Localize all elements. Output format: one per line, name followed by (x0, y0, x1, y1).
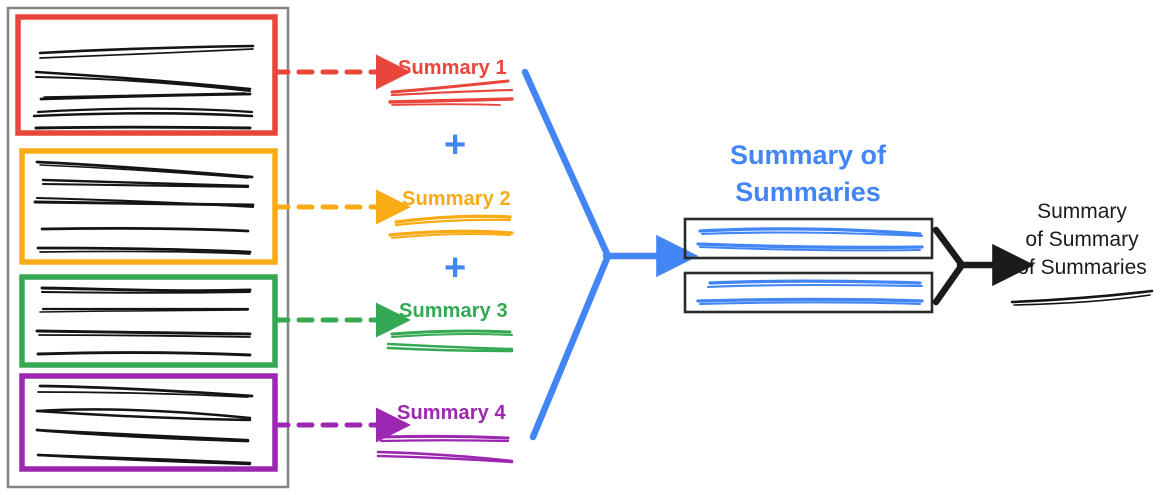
summary-1-scribble (388, 79, 514, 106)
document-group-3-lines (35, 286, 252, 357)
blue-funnel-arrow (521, 68, 699, 441)
sos-box-2-border (683, 271, 934, 314)
summary-1-label: Summary 1 (398, 57, 507, 79)
summary-4-scribble (376, 434, 514, 464)
plus-operator-2: + (444, 247, 467, 289)
sos-box-2-scribble (696, 279, 924, 305)
summary-of-summaries-title-line-1: Summary of (729, 140, 887, 170)
final-output-scribble (1010, 289, 1154, 306)
plus-operator-1: + (444, 124, 467, 166)
summary-2-scribble (388, 214, 514, 239)
document-collection-border (6, 6, 290, 489)
summary-2-label: Summary 2 (402, 188, 511, 210)
summary-4-label: Summary 4 (397, 402, 506, 424)
final-output-title-line-2: of Summary (1025, 228, 1139, 251)
final-output-title-line-1: Summary (1037, 200, 1127, 223)
document-group-1-border (15, 14, 278, 136)
document-group-4-lines (35, 384, 254, 466)
sos-box-1-border (683, 217, 934, 260)
summary-of-summaries-title-line-2: Summaries (735, 177, 881, 207)
document-group-1-lines (32, 44, 255, 130)
sos-box-1-scribble (696, 227, 924, 252)
summary-3-label: Summary 3 (399, 300, 508, 322)
black-merge-arrow (932, 226, 1035, 306)
document-group-2-lines (33, 160, 255, 255)
summary-3-scribble (386, 329, 514, 353)
final-output-title-line-3: of Summaries (1017, 256, 1147, 279)
